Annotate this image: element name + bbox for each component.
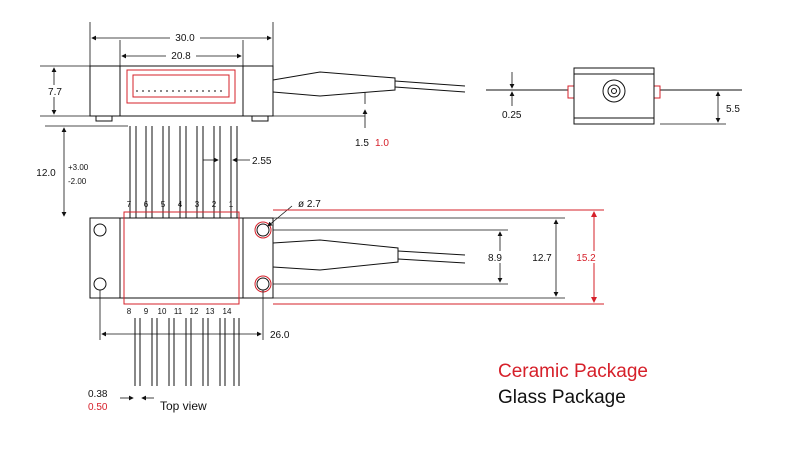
- pin-label: 6: [144, 200, 149, 209]
- dim-lead-width-red: 0.50: [88, 402, 108, 413]
- pin-labels-top: 7 6 5 4 3 2 1: [127, 200, 234, 209]
- dim-fiber-offset-red: 1.0: [375, 138, 389, 149]
- pin-label: 11: [174, 307, 183, 316]
- top-view-leads: [134, 318, 240, 386]
- pin-label: 2: [212, 200, 217, 209]
- pin-label: 9: [144, 307, 149, 316]
- dim-tol-minus: -2.00: [68, 177, 87, 186]
- dim-hole-dia: ø 2.7: [298, 199, 321, 210]
- top-view: ø 2.7 8.9 12.7 15.2 7 6 5 4 3 2: [88, 199, 604, 413]
- pin-label: 14: [223, 307, 232, 316]
- pin-label: 8: [127, 307, 132, 316]
- front-view: 0.25 5.5: [486, 67, 742, 125]
- dim-lead-length: 12.0: [36, 168, 56, 179]
- pin-label: 4: [178, 200, 183, 209]
- pin-label: 12: [190, 307, 199, 316]
- dim-height-side: 7.7: [48, 87, 62, 98]
- pin-label: 10: [158, 307, 167, 316]
- dim-width-total: 30.0: [175, 33, 195, 44]
- dim-front-offset: 0.25: [502, 110, 522, 121]
- legend-glass: Glass Package: [498, 387, 626, 408]
- dim-fiber-offset: 1.5: [355, 138, 369, 149]
- legend: Ceramic Package Glass Package: [498, 361, 648, 408]
- pin-label: 13: [206, 307, 215, 316]
- side-view-leads: [129, 126, 238, 218]
- dim-pin-pitch: 2.55: [252, 156, 272, 167]
- dim-mount-height-red: 15.2: [576, 253, 596, 264]
- pin-label: 1: [229, 200, 234, 209]
- pin-label: 7: [127, 200, 132, 209]
- legend-ceramic: Ceramic Package: [498, 361, 648, 382]
- dim-mount-height: 12.7: [532, 253, 552, 264]
- dim-fiber-height: 8.9: [488, 253, 502, 264]
- pin-label: 3: [195, 200, 200, 209]
- dim-tol-plus: +3.00: [68, 163, 89, 172]
- side-view: 30.0 20.8 7.7 1.5 1.0: [34, 22, 466, 218]
- dim-lead-width: 0.38: [88, 389, 108, 400]
- dim-mount-width: 26.0: [270, 330, 290, 341]
- pin-label: 5: [161, 200, 166, 209]
- pin-labels-bottom: 8 9 10 11 12 13 14: [127, 307, 232, 316]
- view-label: Top view: [160, 399, 207, 413]
- dim-front-height: 5.5: [726, 104, 740, 115]
- dim-width-inner: 20.8: [171, 51, 191, 62]
